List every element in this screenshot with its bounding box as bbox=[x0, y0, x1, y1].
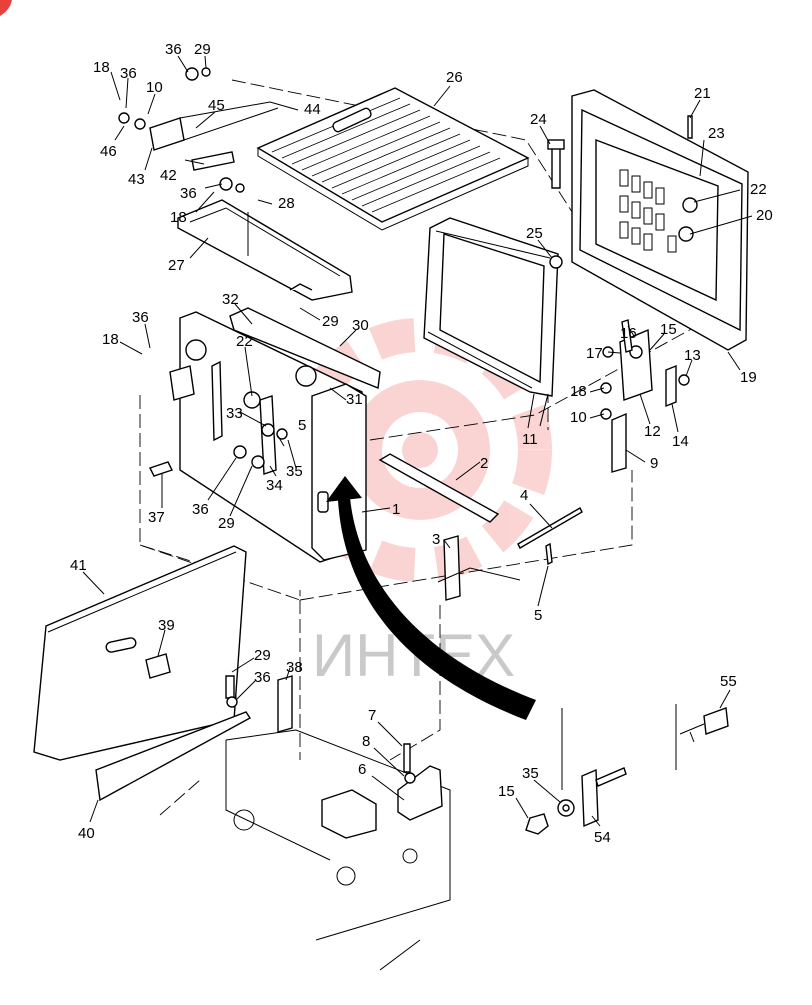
callout-22: 22 bbox=[236, 333, 253, 350]
callout-22: 22 bbox=[750, 181, 767, 198]
callout-32: 32 bbox=[222, 291, 239, 308]
callout-44: 44 bbox=[304, 101, 321, 118]
callout-5: 5 bbox=[298, 417, 306, 434]
callout-27: 27 bbox=[168, 257, 185, 274]
callout-19: 19 bbox=[740, 369, 757, 386]
callout-10: 10 bbox=[570, 409, 587, 426]
callout-25: 25 bbox=[526, 225, 543, 242]
callout-18: 18 bbox=[170, 209, 187, 226]
callout-38: 38 bbox=[286, 659, 303, 676]
callout-29: 29 bbox=[218, 515, 235, 532]
callout-13: 13 bbox=[684, 347, 701, 364]
callout-21: 21 bbox=[694, 85, 711, 102]
parts-2-4-5-rods bbox=[378, 453, 583, 601]
callout-9: 9 bbox=[650, 455, 658, 472]
callout-6: 6 bbox=[358, 761, 366, 778]
callout-2: 2 bbox=[480, 455, 488, 472]
part-41-panel bbox=[33, 545, 252, 802]
part-11-seal-frame bbox=[423, 217, 559, 397]
callout-15: 15 bbox=[498, 783, 515, 800]
callout-30: 30 bbox=[352, 317, 369, 334]
callout-24: 24 bbox=[530, 111, 547, 128]
frame-base bbox=[225, 729, 451, 971]
callout-3: 3 bbox=[432, 531, 440, 548]
callout-46: 46 bbox=[100, 143, 117, 160]
callout-29: 29 bbox=[254, 647, 271, 664]
callout-18: 18 bbox=[102, 331, 119, 348]
callout-10: 10 bbox=[146, 79, 163, 96]
callout-33: 33 bbox=[226, 405, 243, 422]
callout-36: 36 bbox=[192, 501, 209, 518]
callout-54: 54 bbox=[594, 829, 611, 846]
part-19-door-panel bbox=[571, 89, 749, 351]
callout-35: 35 bbox=[522, 765, 539, 782]
callout-36: 36 bbox=[165, 41, 182, 58]
part-38-post bbox=[225, 675, 293, 733]
parts-15-54-55-fasteners bbox=[525, 704, 729, 835]
callout-1: 1 bbox=[392, 501, 400, 518]
callout-29: 29 bbox=[322, 313, 339, 330]
callout-36: 36 bbox=[254, 669, 271, 686]
callout-14: 14 bbox=[672, 433, 689, 450]
callout-17: 17 bbox=[586, 345, 603, 362]
callout-31: 31 bbox=[346, 391, 363, 408]
callout-4: 4 bbox=[520, 487, 528, 504]
callout-36: 36 bbox=[180, 185, 197, 202]
callout-41: 41 bbox=[70, 557, 87, 574]
parts-12-17-latch bbox=[600, 319, 690, 473]
callout-35: 35 bbox=[286, 463, 303, 480]
callout-18: 18 bbox=[570, 383, 587, 400]
callout-36: 36 bbox=[120, 65, 137, 82]
corner-mark bbox=[0, 0, 12, 16]
part-27-rail bbox=[177, 199, 353, 301]
callout-34: 34 bbox=[266, 477, 283, 494]
callout-40: 40 bbox=[78, 825, 95, 842]
callout-55: 55 bbox=[720, 673, 737, 690]
callout-43: 43 bbox=[128, 171, 145, 188]
callout-11: 11 bbox=[522, 431, 538, 448]
callout-18: 18 bbox=[93, 59, 110, 76]
part-26-top-grid bbox=[256, 87, 530, 231]
callout-7: 7 bbox=[368, 707, 376, 724]
callout-29: 29 bbox=[194, 41, 211, 58]
callout-45: 45 bbox=[208, 97, 225, 114]
callout-15: 15 bbox=[660, 321, 677, 338]
callout-26: 26 bbox=[446, 69, 463, 86]
callout-36: 36 bbox=[132, 309, 149, 326]
fasteners-top bbox=[547, 115, 693, 269]
callout-labels: 18 36 36 29 10 45 44 26 46 43 42 36 18 2… bbox=[70, 41, 773, 846]
callout-8: 8 bbox=[362, 733, 370, 750]
leader-lines bbox=[82, 55, 753, 827]
callout-39: 39 bbox=[158, 617, 175, 634]
direction-arrow bbox=[326, 476, 536, 720]
parts-6-8-bracket bbox=[397, 743, 443, 821]
callout-28: 28 bbox=[278, 195, 295, 212]
callout-16: 16 bbox=[620, 325, 637, 342]
callout-20: 20 bbox=[756, 207, 773, 224]
parts-42-46-bracket bbox=[118, 67, 279, 193]
callout-23: 23 bbox=[708, 125, 725, 142]
callout-12: 12 bbox=[644, 423, 661, 440]
callout-5: 5 bbox=[534, 607, 542, 624]
callout-37: 37 bbox=[148, 509, 165, 526]
callout-42: 42 bbox=[160, 167, 177, 184]
